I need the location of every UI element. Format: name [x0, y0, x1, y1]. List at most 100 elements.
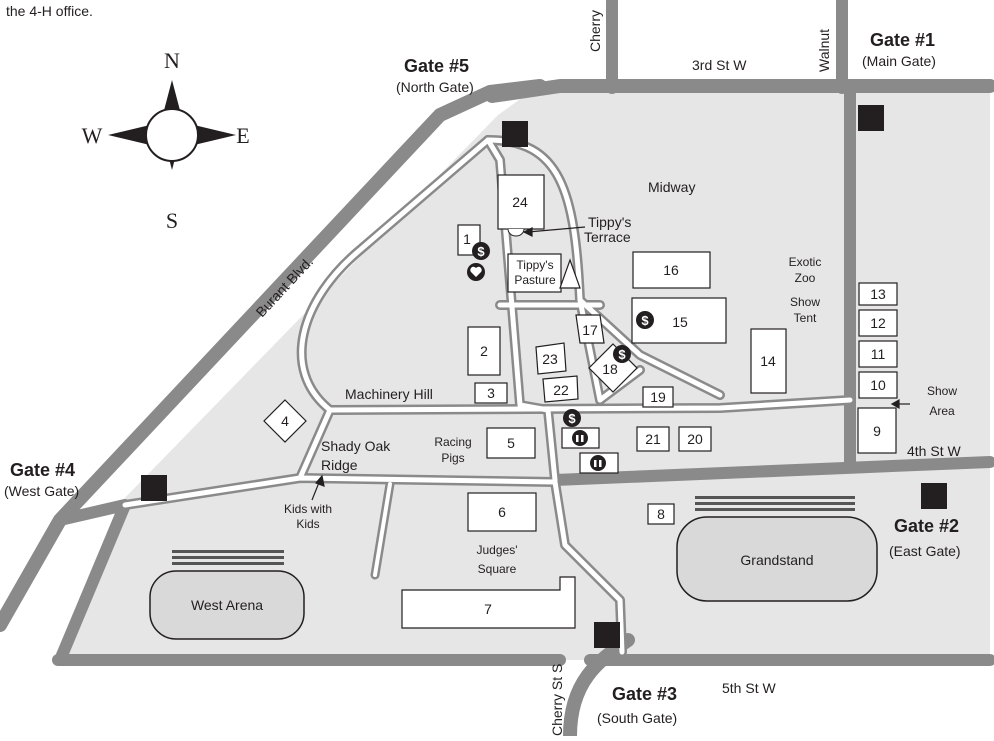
dollar-sign-icon: $	[636, 311, 654, 329]
compass-rose: N S W E	[82, 48, 250, 233]
compass-s: S	[166, 208, 178, 233]
building-22[interactable]: 22	[542, 375, 579, 403]
svg-text:6: 6	[498, 504, 506, 520]
building-15[interactable]: 15	[631, 297, 727, 344]
building-16[interactable]: 16	[632, 251, 711, 289]
area-shady-2: Ridge	[321, 457, 358, 473]
building-4[interactable]: 4	[263, 399, 307, 443]
area-exotic-2: Zoo	[795, 271, 816, 285]
compass-w: W	[82, 123, 103, 148]
area-exotic-3: Show	[790, 295, 820, 309]
area-racing-2: Pigs	[441, 451, 464, 465]
svg-text:9: 9	[873, 423, 881, 439]
svg-text:7: 7	[484, 601, 492, 617]
restroom-icon	[561, 427, 600, 449]
svg-text:$: $	[477, 244, 485, 259]
svg-text:19: 19	[650, 389, 666, 405]
gate-2-sub: (East Gate)	[889, 543, 961, 559]
svg-text:15: 15	[672, 314, 688, 330]
svg-text:$: $	[641, 313, 649, 328]
svg-text:18: 18	[602, 361, 618, 377]
gate-marker-icon[interactable]	[502, 121, 528, 147]
compass-n: N	[164, 48, 180, 73]
west-arena[interactable]: West Arena	[149, 550, 305, 640]
building-8[interactable]: 8	[647, 503, 675, 525]
area-kids-2: Kids	[296, 517, 319, 531]
intro-text: the 4-H office.	[6, 3, 93, 19]
area-shady-1: Shady Oak	[321, 438, 391, 454]
gate-1-title: Gate #1	[870, 30, 935, 50]
building-11[interactable]: 11	[858, 340, 898, 368]
dollar-sign-icon: $	[472, 242, 490, 260]
svg-text:14: 14	[760, 353, 776, 369]
svg-text:12: 12	[870, 315, 886, 331]
svg-text:2: 2	[480, 343, 488, 359]
area-tippys-terrace-2: Terrace	[584, 229, 631, 245]
svg-text:17: 17	[582, 322, 598, 338]
svg-text:3: 3	[487, 385, 495, 401]
svg-text:24: 24	[512, 194, 528, 210]
svg-text:8: 8	[657, 506, 665, 522]
tippys-pasture-label-1: Tippy's	[516, 258, 553, 272]
building-13[interactable]: 13	[858, 282, 898, 306]
street-5th: 5th St W	[722, 680, 776, 696]
gate-4-sub: (West Gate)	[4, 483, 79, 499]
svg-text:13: 13	[870, 286, 886, 302]
svg-text:$: $	[618, 347, 626, 362]
gate-marker-icon[interactable]	[141, 475, 167, 501]
gate-3-title: Gate #3	[612, 684, 677, 704]
area-racing-1: Racing	[434, 435, 471, 449]
building-9[interactable]: 9	[857, 407, 897, 454]
area-show-1: Show	[927, 384, 957, 398]
building-10[interactable]: 10	[858, 371, 898, 399]
building-24[interactable]: 24	[497, 174, 545, 237]
gate-5-sub: (North Gate)	[396, 79, 474, 95]
grandstand-label: Grandstand	[740, 552, 813, 568]
area-exotic-1: Exotic	[789, 255, 822, 269]
gate-4-title: Gate #4	[10, 460, 75, 480]
svg-text:16: 16	[663, 262, 679, 278]
svg-text:21: 21	[645, 431, 661, 447]
building-21[interactable]: 21	[636, 426, 670, 452]
gate-marker-icon[interactable]	[594, 622, 620, 648]
gate-3-sub: (South Gate)	[597, 710, 677, 726]
compass-e: E	[236, 123, 249, 148]
building-7[interactable]: 7	[401, 576, 576, 629]
area-show-2: Area	[929, 404, 955, 418]
building-5[interactable]: 5	[486, 427, 536, 459]
building-3[interactable]: 3	[474, 382, 508, 404]
gate-marker-icon[interactable]	[858, 105, 884, 131]
building-14[interactable]: 14	[750, 328, 787, 394]
svg-text:10: 10	[870, 377, 886, 393]
building-6[interactable]: 6	[467, 492, 537, 532]
path-triangle	[559, 258, 581, 289]
tippys-pasture-label-2: Pasture	[514, 273, 556, 287]
tippys-pasture[interactable]: Tippy's Pasture	[507, 253, 562, 293]
street-4th: 4th St W	[907, 443, 961, 459]
svg-text:22: 22	[553, 382, 569, 398]
building-19[interactable]: 19	[642, 386, 674, 408]
area-kids-1: Kids with	[284, 502, 332, 516]
area-exotic-4: Tent	[794, 311, 817, 325]
gate-1-sub: (Main Gate)	[862, 53, 936, 69]
gate-2-title: Gate #2	[894, 516, 959, 536]
street-cherry: Cherry	[587, 10, 603, 52]
building-12[interactable]: 12	[858, 309, 898, 337]
dollar-sign-icon: $	[613, 345, 631, 363]
street-cherry-s: Cherry St S	[549, 664, 565, 736]
gate-marker-icon[interactable]	[921, 483, 947, 509]
svg-text:4: 4	[281, 413, 289, 429]
heart-icon	[467, 263, 485, 281]
area-judges-2: Square	[478, 562, 517, 576]
building-17[interactable]: 17	[575, 314, 605, 344]
street-walnut: Walnut	[816, 29, 832, 72]
building-20[interactable]: 20	[678, 426, 712, 452]
grandstand[interactable]: Grandstand	[676, 496, 878, 602]
building-2[interactable]: 2	[467, 326, 501, 376]
area-machinery-hill: Machinery Hill	[345, 386, 433, 402]
building-23[interactable]: 23	[535, 342, 567, 375]
restroom-icon	[579, 452, 619, 474]
svg-text:20: 20	[687, 431, 703, 447]
